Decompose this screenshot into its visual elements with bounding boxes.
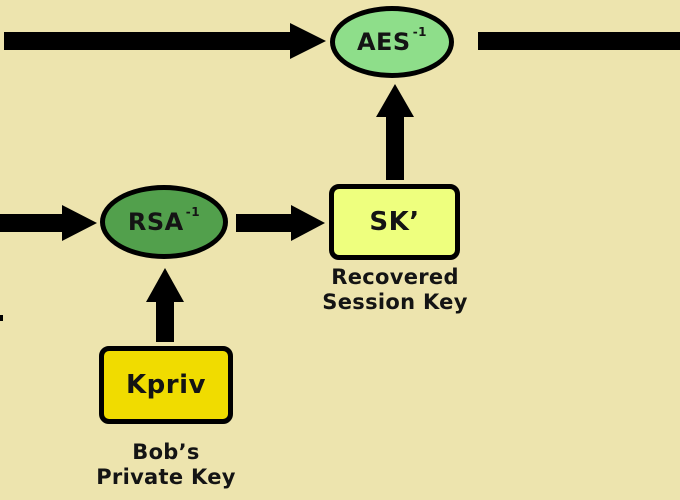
private-key-caption-line2: Private Key [96, 465, 236, 489]
session-key-caption-line1: Recovered [331, 265, 459, 289]
arrow-sk-to-aes [376, 84, 414, 180]
arrow-input-to-aes [4, 23, 326, 59]
private-key-caption: Bob’s Private Key [71, 440, 261, 490]
sk-node-label: SK’ [369, 207, 420, 237]
session-key-caption: Recovered Session Key [300, 265, 490, 315]
aes-node-superscript: -1 [412, 25, 428, 39]
aes-node-label: AES [356, 28, 411, 56]
arrow-aes-output [478, 32, 680, 50]
rsa-decrypt-node: RSA-1 [100, 185, 228, 259]
edge-mark [0, 315, 3, 321]
aes-decrypt-node: AES-1 [330, 6, 454, 78]
arrow-input-to-rsa [0, 205, 97, 241]
private-key-node: Kpriv [99, 346, 233, 424]
arrow-rsa-to-sk [236, 205, 325, 241]
private-key-caption-line1: Bob’s [132, 440, 200, 464]
session-key-caption-line2: Session Key [322, 290, 468, 314]
kpriv-node-label: Kpriv [126, 370, 206, 400]
session-key-node: SK’ [329, 184, 460, 260]
rsa-node-superscript: -1 [185, 205, 201, 219]
arrow-kpriv-to-rsa [146, 268, 184, 342]
rsa-node-label: RSA [127, 208, 184, 236]
